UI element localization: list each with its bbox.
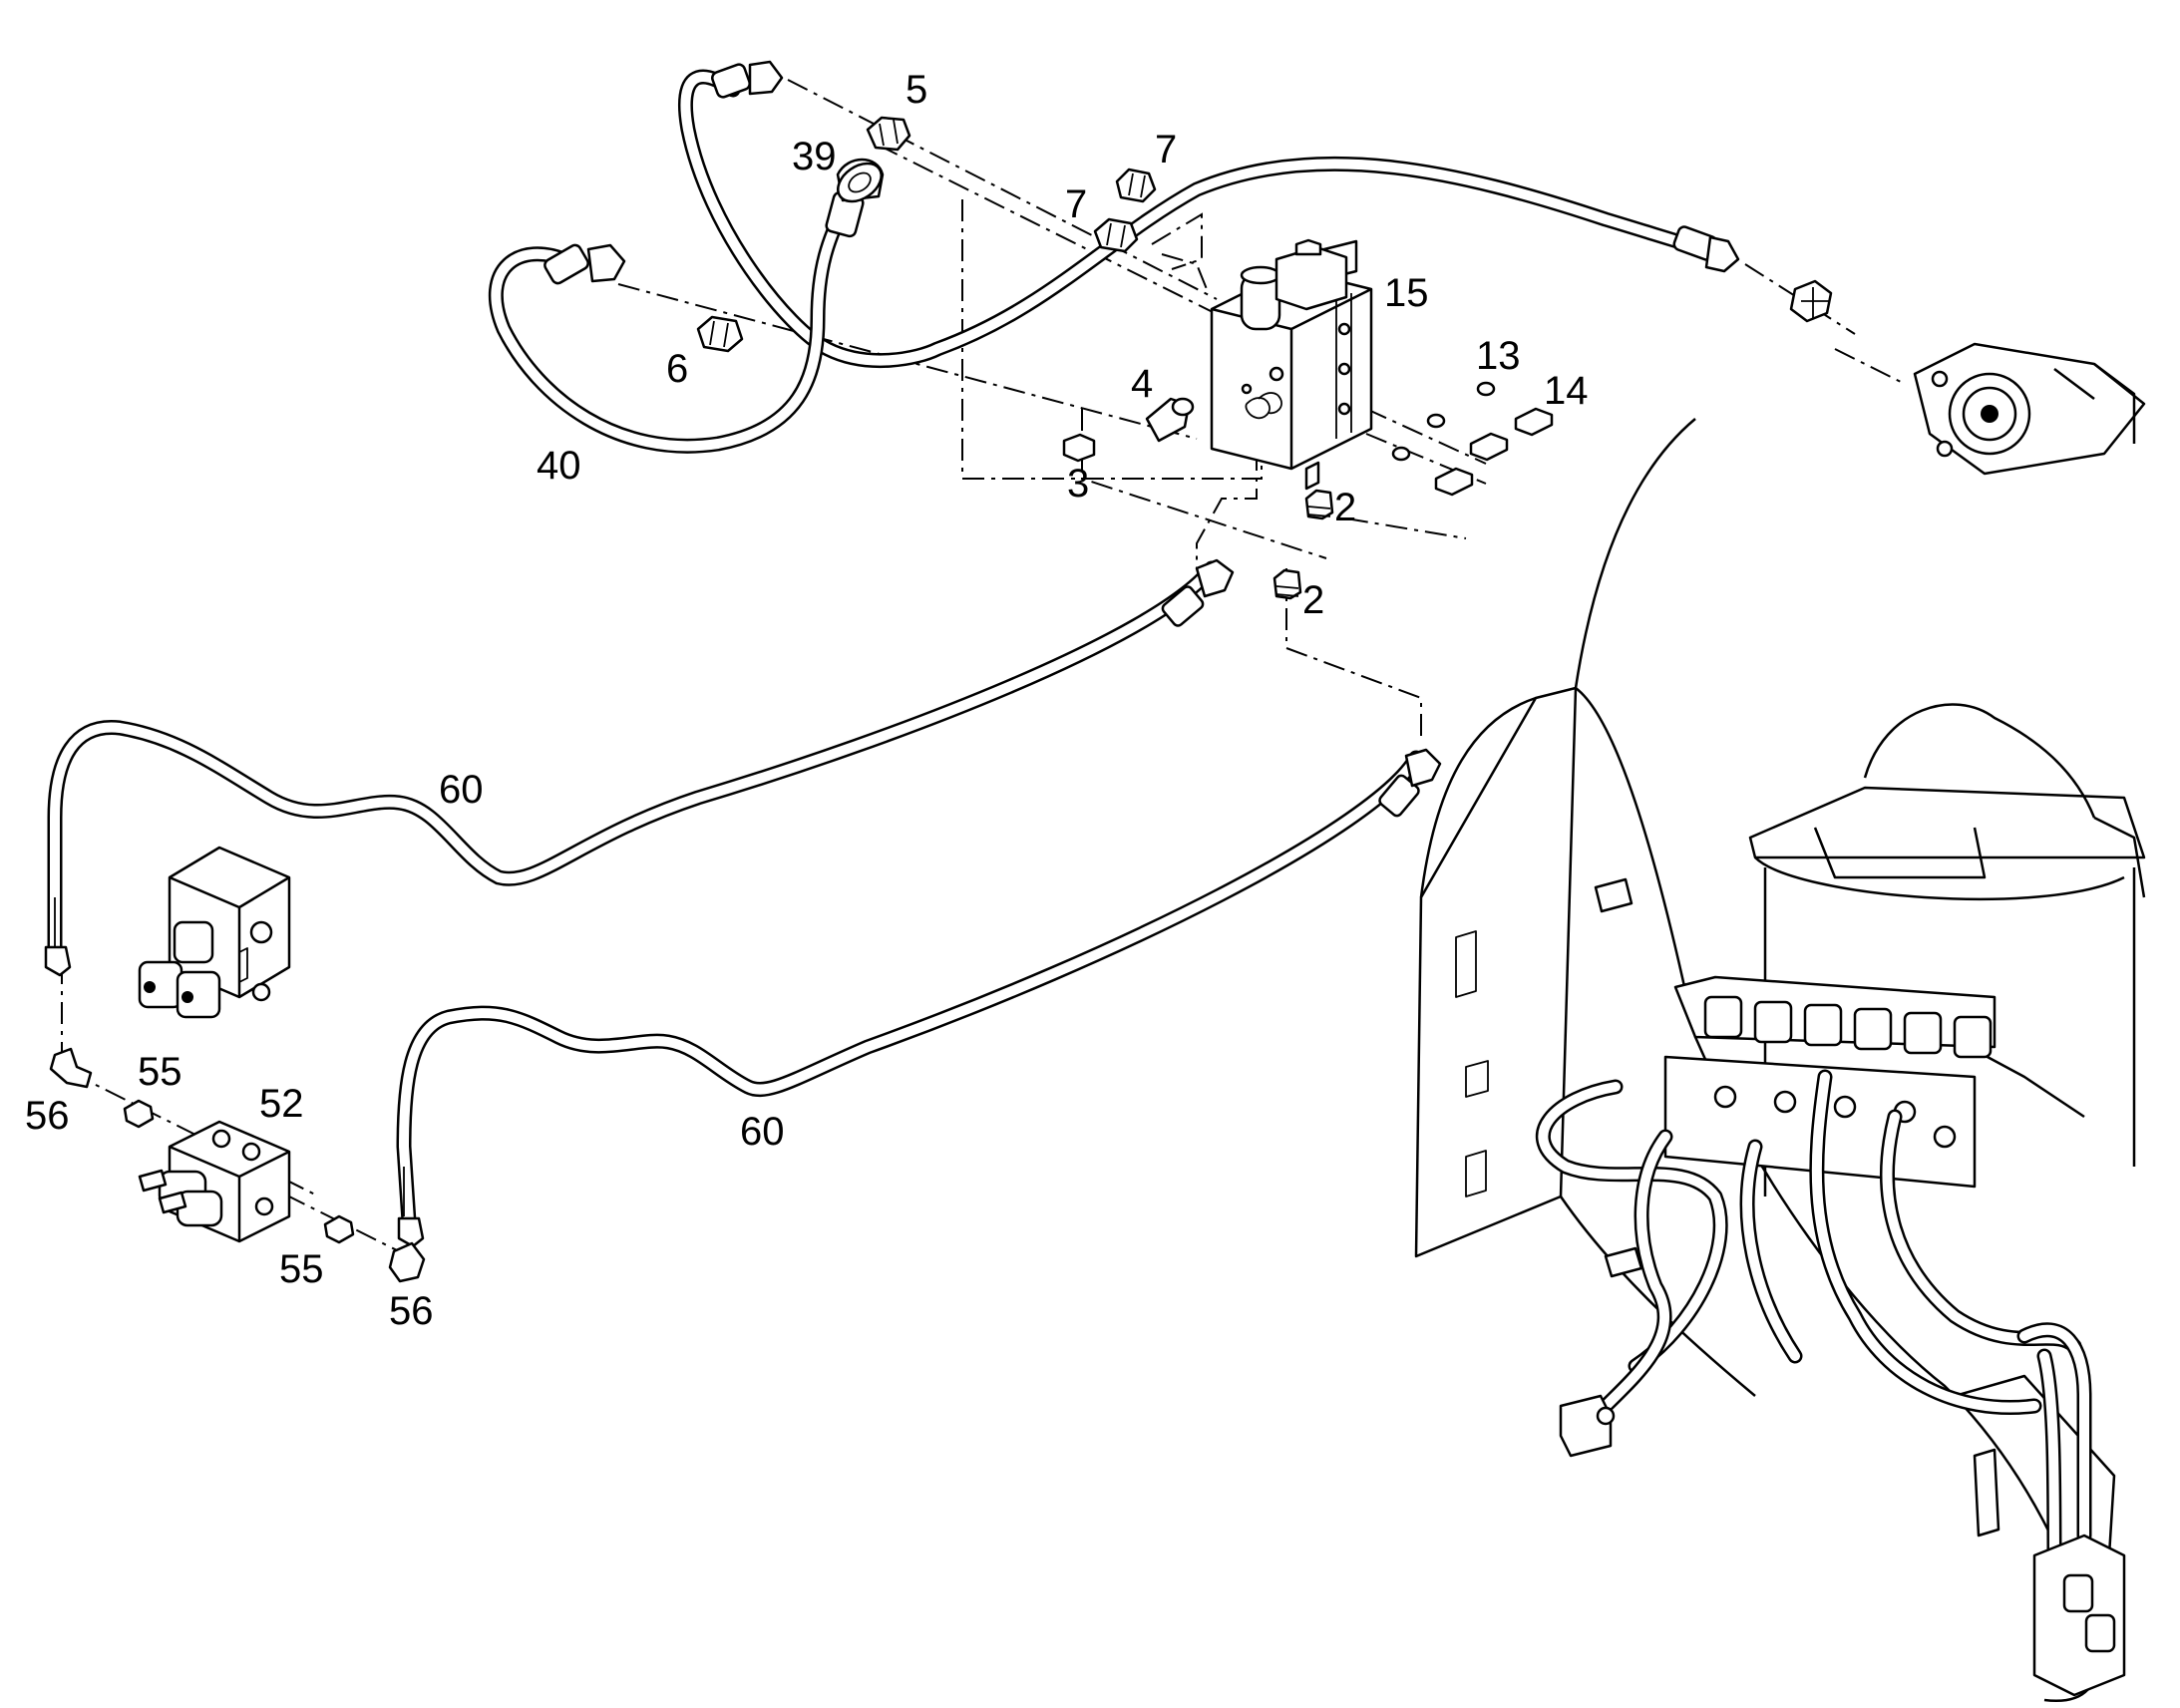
callout-labels: 5 39 7 7 15 13 14 4 6 40 3 2 2 60 60 55 … — [25, 68, 1589, 1333]
fitting-6 — [696, 315, 744, 353]
callout-14: 14 — [1544, 369, 1589, 413]
callout-5: 5 — [906, 68, 927, 112]
pump — [1913, 342, 2146, 476]
callout-2-lower: 2 — [1302, 578, 1324, 622]
fitting-7-upper — [1115, 168, 1157, 203]
hose-60-upper — [47, 560, 1220, 965]
callout-2-upper: 2 — [1334, 486, 1356, 529]
fitting-55-right — [323, 1214, 355, 1244]
callout-3: 3 — [1067, 462, 1089, 506]
callout-40: 40 — [537, 444, 581, 488]
fitting-39 — [837, 162, 883, 203]
valve-small — [138, 846, 291, 1019]
fitting-56-left — [49, 1047, 93, 1089]
fitting-55-left — [123, 1099, 155, 1129]
callout-55-left: 55 — [138, 1050, 182, 1094]
callout-55-right: 55 — [279, 1247, 324, 1291]
callout-56-left: 56 — [25, 1094, 70, 1138]
fitting-2-upper — [1304, 489, 1334, 520]
callout-56-right: 56 — [389, 1289, 434, 1333]
hose-39-5 — [677, 69, 1713, 368]
callout-60-upper: 60 — [439, 768, 484, 812]
machine-overview — [1414, 418, 2146, 1702]
fitting-5 — [866, 116, 911, 152]
valve-block-15 — [1210, 238, 1373, 491]
washers-13 — [1391, 381, 1496, 462]
hose-60-ends — [44, 558, 1442, 1248]
fitting-4 — [1145, 397, 1195, 443]
callout-15: 15 — [1384, 271, 1429, 315]
callout-52: 52 — [259, 1082, 304, 1126]
fitting-56-right — [388, 1241, 426, 1283]
fitting-7-lower — [1093, 217, 1139, 253]
callout-6: 6 — [666, 347, 688, 391]
screws-14 — [1434, 407, 1554, 497]
callout-7-lower: 7 — [1065, 182, 1087, 226]
callout-7-upper: 7 — [1155, 128, 1177, 171]
callout-60-lower: 60 — [740, 1110, 785, 1154]
fitting-3 — [1062, 433, 1096, 463]
hose-40 — [488, 196, 854, 454]
callout-13: 13 — [1476, 334, 1521, 378]
callout-39: 39 — [792, 135, 837, 178]
callout-4: 4 — [1131, 362, 1153, 406]
leader-lines — [61, 79, 1906, 1262]
valve-52 — [138, 1120, 291, 1243]
coupling — [1789, 279, 1833, 323]
hose-60-lower — [396, 750, 1424, 1229]
fitting-2-lower — [1272, 568, 1302, 600]
